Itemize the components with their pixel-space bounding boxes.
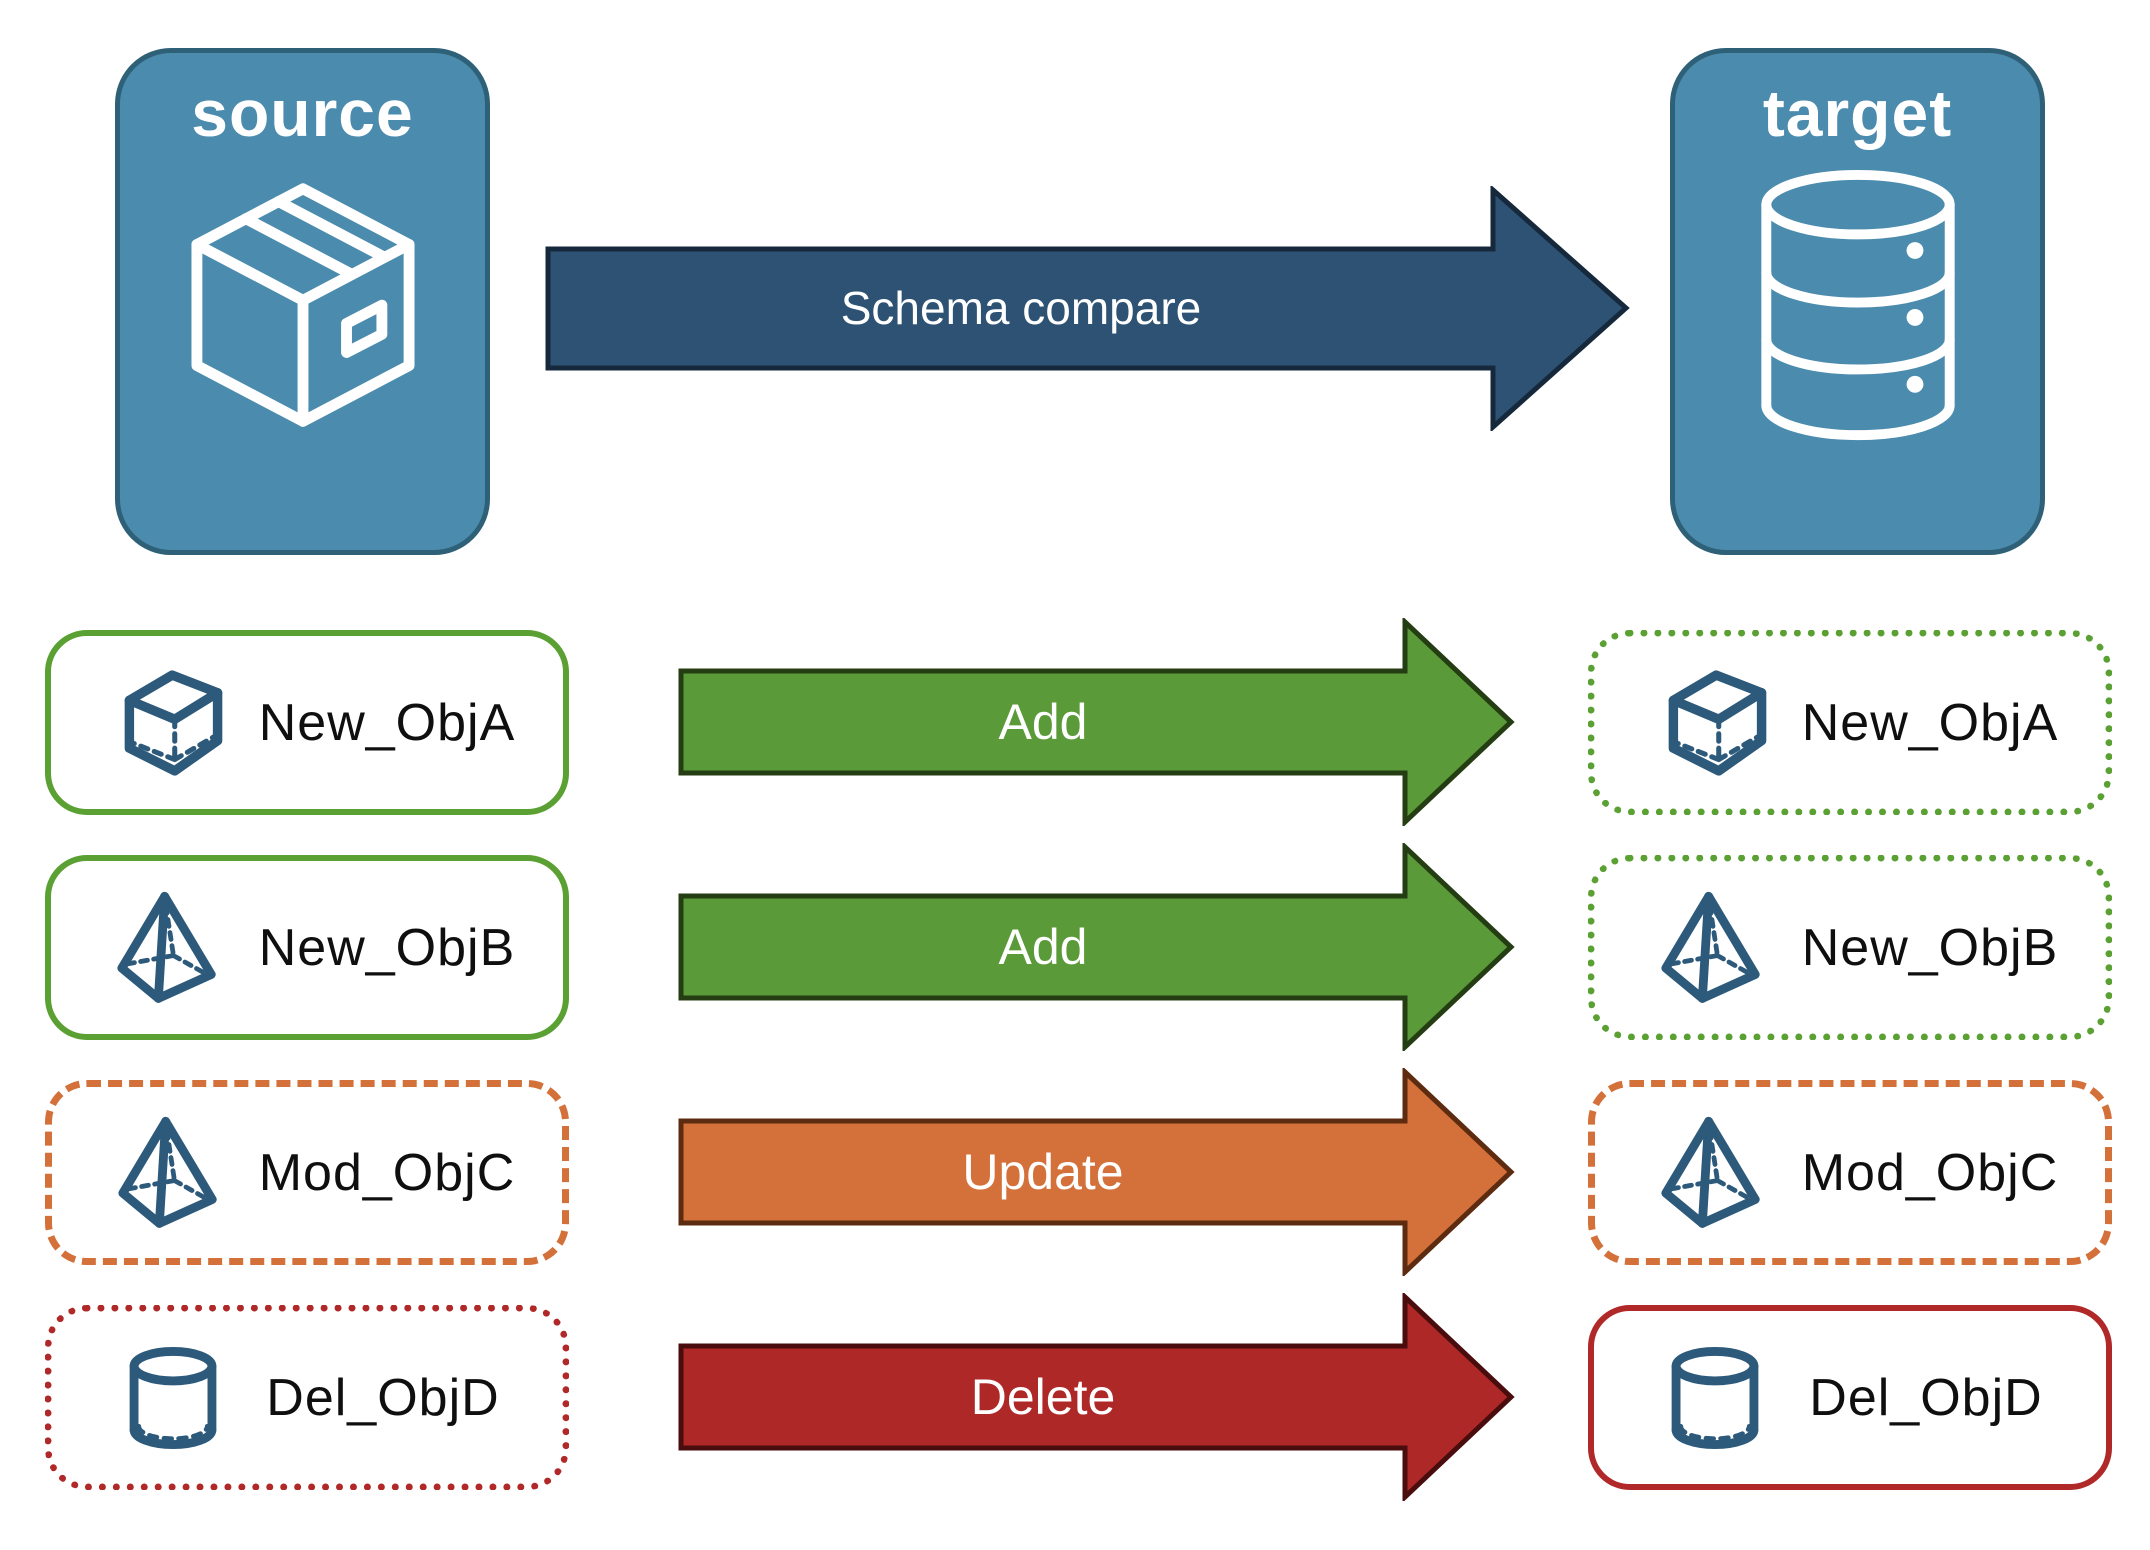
delete-arrow: Delete bbox=[678, 1293, 1515, 1501]
source-panel: source bbox=[115, 48, 490, 555]
target-object-box-mod-objc: Mod_ObjC bbox=[1588, 1080, 2112, 1265]
object-label: New_ObjA bbox=[258, 693, 516, 752]
add-arrow-label: Add bbox=[999, 694, 1088, 750]
update-arrow: Update bbox=[678, 1068, 1515, 1276]
target-panel-label: target bbox=[1762, 76, 1953, 150]
database-icon bbox=[1760, 169, 1955, 441]
schema-compare-label: Schema compare bbox=[841, 282, 1202, 334]
target-object-box-new-objb: New_ObjB bbox=[1588, 855, 2112, 1040]
source-object-box-mod-objc: Mod_ObjC bbox=[45, 1080, 569, 1265]
delete-arrow-label: Delete bbox=[971, 1369, 1116, 1425]
source-object-box-new-obja: New_ObjA bbox=[45, 630, 569, 815]
object-label: New_ObjA bbox=[1801, 693, 2059, 752]
object-label: New_ObjB bbox=[258, 918, 516, 977]
object-label: Del_ObjD bbox=[1809, 1368, 2043, 1427]
package-icon bbox=[190, 183, 415, 427]
add-arrow-label: Add bbox=[999, 919, 1088, 975]
pyramid-icon bbox=[118, 1116, 217, 1228]
object-label: Del_ObjD bbox=[266, 1368, 500, 1427]
source-object-box-del-objd: Del_ObjD bbox=[45, 1305, 569, 1490]
object-label: Mod_ObjC bbox=[1801, 1143, 2059, 1202]
source-object-box-new-objb: New_ObjB bbox=[45, 855, 569, 1040]
update-arrow-label: Update bbox=[962, 1144, 1123, 1200]
cube-icon bbox=[1668, 669, 1767, 776]
pyramid-icon bbox=[1661, 891, 1760, 1003]
object-label: New_ObjB bbox=[1801, 918, 2059, 977]
cube-icon bbox=[124, 669, 223, 776]
add-arrow: Add bbox=[678, 843, 1515, 1051]
cylinder-icon bbox=[1671, 1346, 1759, 1449]
cylinder-icon bbox=[129, 1346, 217, 1449]
pyramid-icon bbox=[1661, 1116, 1760, 1228]
add-arrow: Add bbox=[678, 618, 1515, 826]
target-object-box-new-obja: New_ObjA bbox=[1588, 630, 2112, 815]
target-object-box-del-objd: Del_ObjD bbox=[1588, 1305, 2112, 1490]
source-panel-label: source bbox=[191, 76, 414, 150]
pyramid-icon bbox=[117, 891, 216, 1003]
object-label: Mod_ObjC bbox=[258, 1143, 516, 1202]
target-panel: target bbox=[1670, 48, 2045, 555]
schema-compare-arrow: Schema compare bbox=[545, 186, 1630, 431]
